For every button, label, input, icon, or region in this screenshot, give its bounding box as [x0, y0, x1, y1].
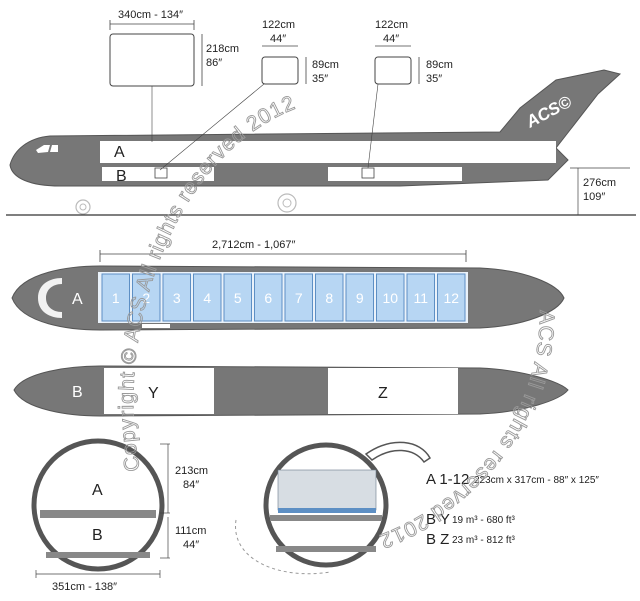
- side-hold-b-label: B: [116, 168, 127, 185]
- position-cell-2: [132, 273, 161, 322]
- cross-section-left: A B 213cm 84″ 111cm 44″ 351cm - 138″: [31, 438, 208, 593]
- container-small-1-width-in: 44″: [270, 33, 286, 45]
- position-label-7: 7: [295, 290, 303, 306]
- container-small-2-width-cm: 122cm: [375, 19, 408, 31]
- position-label-3: 3: [173, 290, 181, 306]
- position-cell-1: [101, 273, 130, 322]
- lower-hold-b-label: B: [72, 384, 83, 401]
- position-label-2: 2: [142, 290, 150, 306]
- container-small-1-height-cm: 89cm: [312, 59, 339, 71]
- container-large-height-cm: 218cm: [206, 43, 239, 55]
- position-cell-4: [193, 273, 222, 322]
- container-small-2-height-cm: 89cm: [426, 59, 453, 71]
- top-hold-a-label: A: [72, 291, 83, 308]
- position-cell-3: [162, 273, 191, 322]
- container-small-2-width-in: 44″: [383, 33, 399, 45]
- lower-view: B Y Z: [13, 365, 569, 417]
- side-hold-a: [100, 141, 556, 163]
- position-label-8: 8: [325, 290, 333, 306]
- side-hold-a-label: A: [114, 144, 125, 161]
- compartment-y: [104, 368, 214, 414]
- container-small-1-height-in: 35″: [312, 73, 328, 85]
- position-cell-11: [406, 273, 435, 322]
- position-label-5: 5: [234, 290, 242, 306]
- position-label-12: 12: [443, 290, 459, 306]
- container-small-1-width-cm: 122cm: [262, 19, 295, 31]
- cross-upper-height-in: 84″: [183, 479, 199, 491]
- legend-key-1: A 1-12: [426, 471, 469, 488]
- compartment-z-label: Z: [378, 385, 388, 402]
- position-cell-5: [223, 273, 252, 322]
- legend: A 1-12 223cm x 317cm - 88″ x 125″ B Y 19…: [426, 471, 599, 548]
- cross-lower-height-in: 44″: [183, 539, 199, 551]
- side-view: 340cm - 134″ 218cm 86″ 122cm 44″ 89cm 35…: [6, 9, 636, 216]
- container-large-outline: [109, 33, 195, 87]
- cross-hold-b-label: B: [92, 527, 103, 544]
- ground-height-in: 109″: [583, 191, 605, 203]
- position-cell-6: [254, 273, 283, 322]
- main-gear: [277, 193, 297, 213]
- cross-lower-height-cm: 111cm: [175, 525, 206, 537]
- legend-val-2: 19 m³ - 680 ft³: [452, 515, 515, 526]
- legend-val-3: 23 m³ - 812 ft³: [452, 535, 515, 546]
- legend-key-2: B Y: [426, 511, 450, 528]
- fuselage-side: [9, 69, 622, 187]
- cross-section-right: [235, 441, 431, 575]
- position-label-6: 6: [264, 290, 272, 306]
- position-label-4: 4: [203, 290, 211, 306]
- position-cell-9: [345, 273, 374, 322]
- fuselage-lower: [13, 365, 569, 417]
- nose-gear: [75, 199, 91, 215]
- container-small-2-height-in: 35″: [426, 73, 442, 85]
- position-label-10: 10: [382, 290, 398, 306]
- cargo-door-open: [364, 441, 431, 464]
- cross-upper-height-cm: 213cm: [175, 465, 208, 477]
- cross-width: 351cm - 138″: [52, 581, 117, 593]
- position-cell-7: [284, 273, 313, 322]
- legend-val-1: 223cm x 317cm - 88″ x 125″: [474, 475, 599, 486]
- container-small-2-outline: [374, 56, 412, 85]
- top-length-label: 2,712cm - 1,067″: [212, 239, 295, 251]
- position-label-1: 1: [112, 290, 120, 306]
- position-label-11: 11: [413, 290, 428, 306]
- cross-hold-a-label: A: [92, 482, 103, 499]
- compartment-z: [328, 368, 458, 414]
- position-cell-10: [376, 273, 405, 322]
- container-small-1-outline: [261, 56, 299, 85]
- position-cell-8: [315, 273, 344, 322]
- container-large-height-in: 86″: [206, 57, 222, 69]
- legend-key-3: B Z: [426, 531, 449, 548]
- container-large-width: 340cm - 134″: [118, 9, 183, 21]
- position-label-9: 9: [356, 290, 364, 306]
- ground-height-cm: 276cm: [583, 177, 616, 189]
- compartment-y-label: Y: [148, 385, 159, 402]
- position-cell-12: [437, 273, 466, 322]
- side-hold-b-aft: [328, 167, 462, 181]
